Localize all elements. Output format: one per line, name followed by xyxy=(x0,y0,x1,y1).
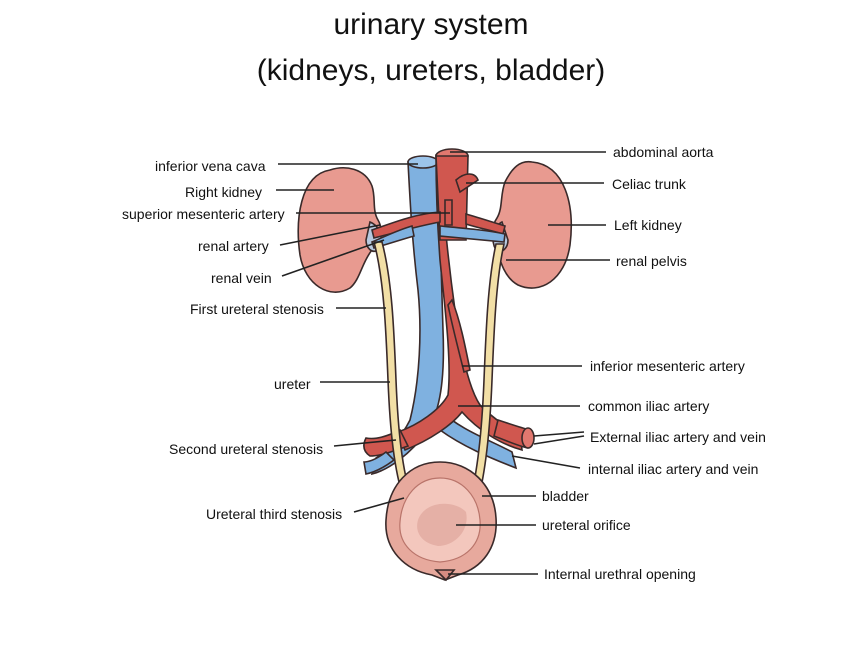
leader-internal-iliac-artery-and-vein xyxy=(511,455,581,469)
label-inferior-vena-cava: inferior vena cava xyxy=(155,158,266,174)
label-renal-vein: renal vein xyxy=(211,270,272,286)
leader-external-iliac-vein xyxy=(533,435,585,445)
label-abdominal-aorta: abdominal aorta xyxy=(613,144,714,160)
label-renal-pelvis: renal pelvis xyxy=(616,253,687,269)
label-right-kidney: Right kidney xyxy=(185,184,263,200)
label-external-iliac-artery-and-vein: External iliac artery and vein xyxy=(590,429,766,445)
inferior-vena-cava xyxy=(370,161,445,476)
label-internal-iliac-artery-and-vein: internal iliac artery and vein xyxy=(588,461,759,477)
label-bladder: bladder xyxy=(542,488,589,504)
urethra xyxy=(434,569,456,582)
label-internal-urethral-opening: Internal urethral opening xyxy=(544,566,696,582)
renal-artery-right xyxy=(371,211,441,239)
renal-vein-left xyxy=(439,225,506,243)
label-inferior-mesenteric-artery: inferior mesenteric artery xyxy=(590,358,745,374)
right-kidney xyxy=(297,167,382,293)
label-ureteral-third-stenosis: Ureteral third stenosis xyxy=(206,506,343,522)
leader-ureteral-third-stenosis xyxy=(353,497,405,513)
leader-second-ureteral-stenosis xyxy=(333,439,397,447)
leader-renal-artery xyxy=(279,224,381,246)
label-superior-mesenteric-artery: superior mesenteric artery xyxy=(122,206,285,222)
vena-cava-top xyxy=(407,155,439,169)
label-ureteral-orifice: ureteral orifice xyxy=(542,517,631,533)
label-second-ureteral-stenosis: Second ureteral stenosis xyxy=(169,441,324,457)
leader-renal-vein xyxy=(281,239,385,277)
right-external-iliac-vein xyxy=(363,450,396,475)
leader-external-iliac-artery xyxy=(533,431,585,437)
ureteral-orifice-area xyxy=(417,503,467,546)
right-iliac-vein xyxy=(439,408,518,470)
diagram-title-line-2: (kidneys, ureters, bladder) xyxy=(256,54,606,87)
left-external-iliac-artery-end xyxy=(521,427,535,449)
label-celiac-trunk: Celiac trunk xyxy=(612,176,686,192)
label-left-kidney: Left kidney xyxy=(614,217,682,233)
label-renal-artery: renal artery xyxy=(198,238,269,254)
label-common-iliac-artery: common iliac artery xyxy=(588,398,710,414)
inferior-mesenteric-artery xyxy=(447,298,471,374)
diagram-title-line-1: urinary system xyxy=(333,8,529,41)
label-first-ureteral-stenosis: First ureteral stenosis xyxy=(190,301,324,317)
label-ureter: ureter xyxy=(274,376,311,392)
